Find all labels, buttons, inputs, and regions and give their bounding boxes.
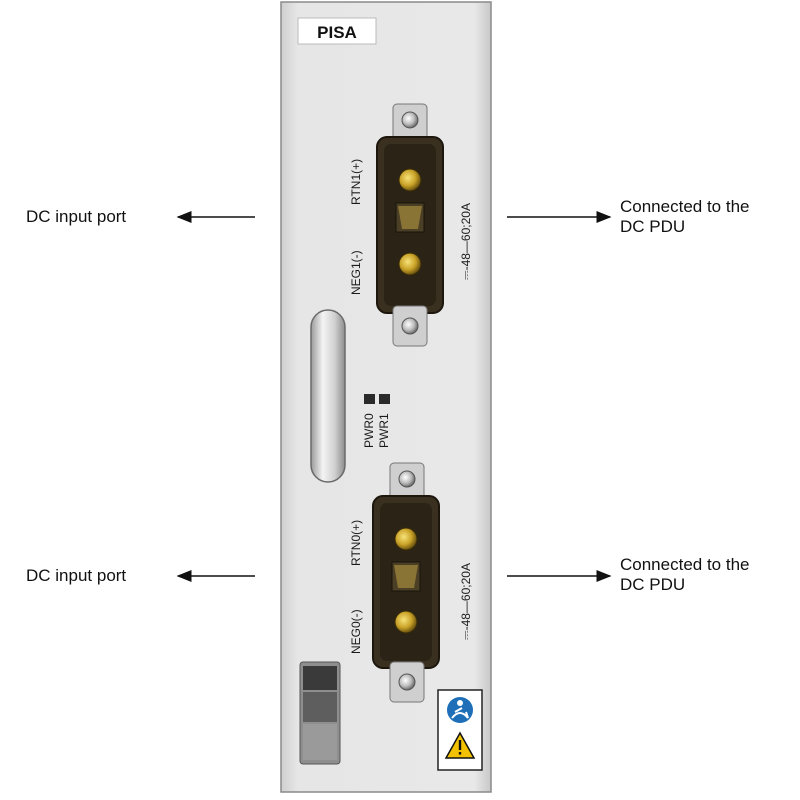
port-1-negative-label: NEG1(-): [349, 250, 363, 295]
callout-left-bottom: DC input port: [26, 566, 127, 585]
port-0-rating-label: ⎓-48—60;20A: [459, 563, 473, 640]
latch-handle[interactable]: [299, 661, 341, 765]
dc-connector-port-1[interactable]: [376, 103, 444, 347]
module-name: PISA: [317, 23, 357, 42]
port-0-negative-label: NEG0(-): [349, 609, 363, 654]
callout-right-top-line2: DC PDU: [620, 217, 686, 236]
manual-icon: [447, 697, 473, 723]
screw-icon: [398, 673, 416, 691]
callout-right-bottom-line1: Connected to the: [620, 555, 750, 574]
pin-positive: [398, 168, 422, 192]
dc-connector-port-0[interactable]: [372, 462, 440, 703]
warning-icon: [444, 731, 476, 759]
led-pwr0-label: PWR0: [362, 413, 376, 448]
pin-positive: [394, 527, 418, 551]
name-plate: [297, 17, 377, 45]
port-1-rating-label: ⎓-48—60;20A: [459, 203, 473, 280]
callout-right-bottom-line2: DC PDU: [620, 575, 686, 594]
callout-right-top: Connected to the DC PDU: [620, 197, 749, 237]
callout-right-top-line1: Connected to the: [620, 197, 750, 216]
port-1-positive-label: RTN1(+): [349, 159, 363, 205]
callout-right-bottom: Connected to the DC PDU: [620, 555, 749, 595]
port-0-positive-label: RTN0(+): [349, 520, 363, 566]
ejector-handle[interactable]: [310, 309, 346, 483]
screw-icon: [398, 470, 416, 488]
pin-negative: [394, 610, 418, 634]
pin-negative: [398, 252, 422, 276]
led-pwr1-label: PWR1: [377, 413, 391, 448]
led-pwr1: [379, 394, 390, 404]
screw-icon: [401, 317, 419, 335]
led-pwr0: [364, 394, 375, 404]
callout-left-top: DC input port: [26, 207, 127, 226]
screw-icon: [401, 111, 419, 129]
